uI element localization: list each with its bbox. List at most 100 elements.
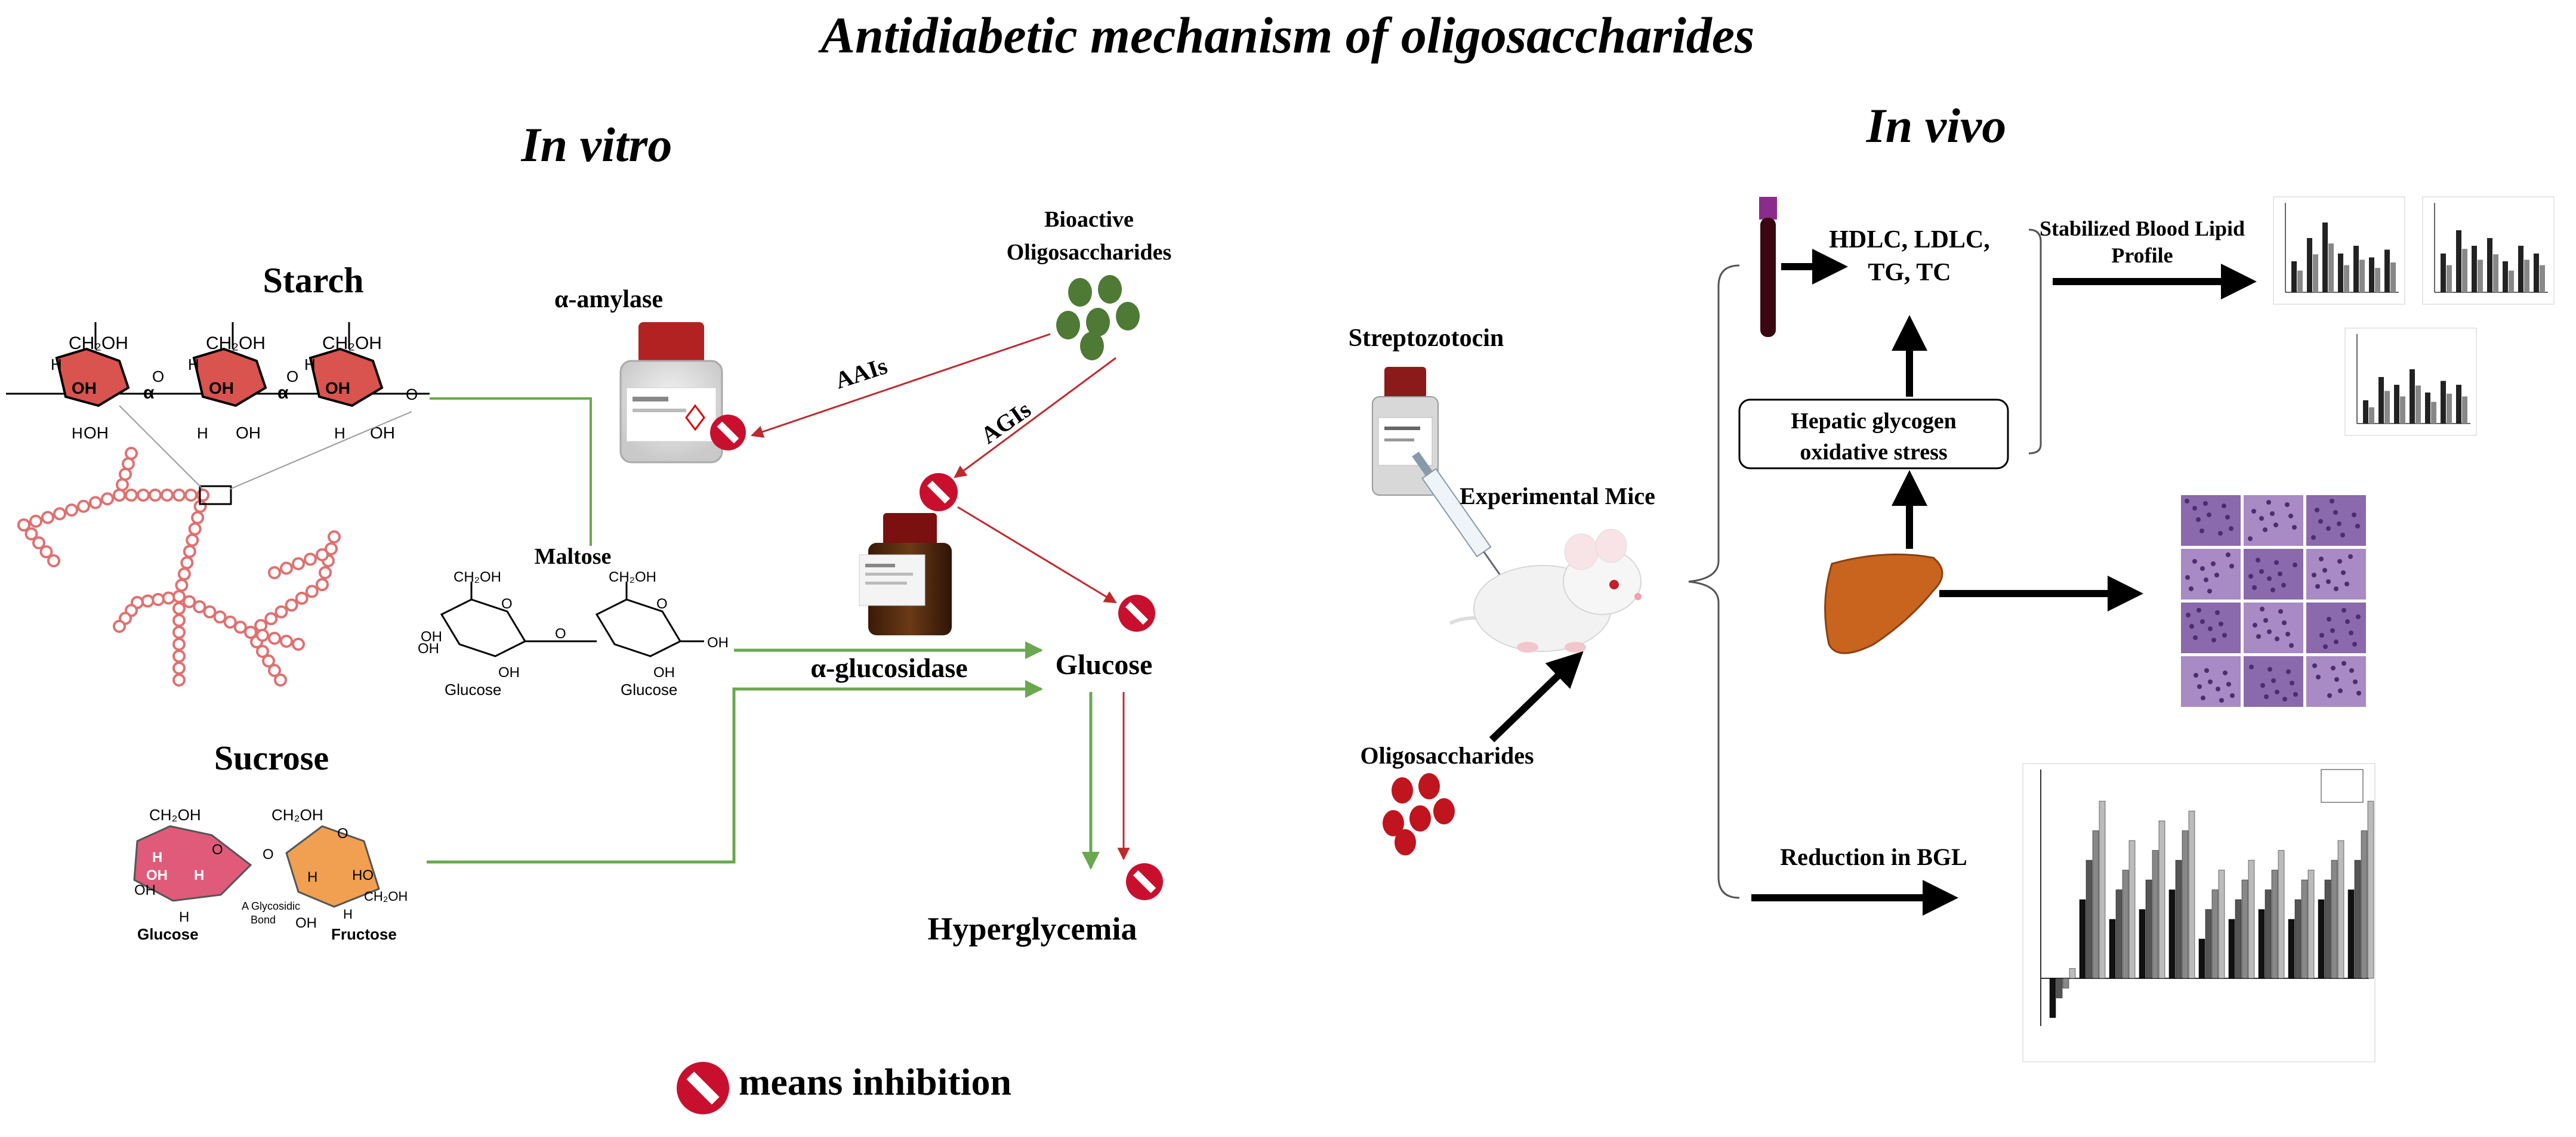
histology-nucleus bbox=[2211, 638, 2216, 642]
sucrose-bridge-o: O bbox=[263, 846, 274, 863]
starch-bead bbox=[305, 585, 319, 598]
histology-nucleus bbox=[2330, 628, 2335, 633]
bgl-bar bbox=[2271, 870, 2278, 979]
hepatic-line1: Hepatic glycogen bbox=[1791, 409, 1957, 434]
starch-bead bbox=[175, 579, 189, 592]
starch-bead bbox=[141, 594, 155, 608]
histology-tile bbox=[2306, 603, 2366, 653]
starch-oh: OH bbox=[209, 379, 234, 397]
histology-nucleus bbox=[2196, 517, 2201, 522]
lipid-bar bbox=[2425, 393, 2430, 424]
mouse-icon bbox=[1449, 529, 1642, 653]
starch-oh: OH bbox=[84, 424, 109, 442]
lipid-bar bbox=[2540, 265, 2545, 292]
starch-bead bbox=[32, 536, 45, 549]
maltose-bridge-o: O bbox=[555, 626, 566, 642]
bgl-bar bbox=[2337, 840, 2344, 979]
histology-nucleus bbox=[2312, 573, 2316, 577]
inhibition-icon bbox=[1126, 863, 1163, 900]
starch-branch-structure bbox=[17, 447, 341, 687]
bgl-bar bbox=[2049, 978, 2056, 1018]
starch-h: H bbox=[51, 356, 62, 373]
lipid-bar bbox=[2478, 259, 2483, 292]
main-title: Antidiabetic mechanism of oligosaccharid… bbox=[818, 7, 1755, 64]
inhibition-icon bbox=[920, 473, 958, 511]
bgl-bar bbox=[2354, 860, 2361, 979]
starch-bead bbox=[292, 638, 305, 651]
histology-nucleus bbox=[2293, 563, 2297, 567]
histology-nucleus bbox=[2259, 516, 2264, 521]
lipid-bar bbox=[2338, 254, 2343, 292]
bgl-bar bbox=[2205, 909, 2212, 979]
histology-nucleus bbox=[2263, 618, 2268, 623]
histology-nucleus bbox=[2334, 639, 2339, 644]
histology-grid bbox=[2181, 495, 2366, 707]
histology-nucleus bbox=[2199, 529, 2204, 533]
sucrose-ch2oh: CH₂OH bbox=[364, 889, 408, 904]
histology-nucleus bbox=[2288, 514, 2293, 518]
starch-bead bbox=[172, 638, 186, 651]
in-vitro-heading: In vitro bbox=[521, 118, 672, 172]
starch-bead bbox=[256, 645, 269, 658]
histology-nucleus bbox=[2348, 554, 2353, 559]
histology-nucleus bbox=[2292, 525, 2297, 530]
maltose-glucose-2: Glucose bbox=[621, 681, 677, 699]
starch-bead bbox=[177, 567, 191, 581]
glucose-label: Glucose bbox=[1056, 649, 1153, 681]
zoom-line bbox=[229, 411, 412, 490]
histology-nucleus bbox=[2349, 668, 2354, 673]
starch-bead bbox=[125, 447, 138, 460]
bgl-bar bbox=[2069, 968, 2076, 979]
starch-bead bbox=[24, 527, 38, 540]
starch-bead bbox=[39, 545, 53, 558]
histology-nucleus bbox=[2281, 583, 2286, 588]
starch-bead bbox=[172, 614, 186, 627]
bgl-bar bbox=[2158, 820, 2165, 979]
oligosaccharides-label: Oligosaccharides bbox=[1360, 742, 1534, 769]
lipid-bar bbox=[2493, 254, 2498, 292]
histology-nucleus bbox=[2341, 608, 2346, 613]
starch-ch2oh: CH₂OH bbox=[69, 333, 128, 353]
starch-bead bbox=[172, 626, 186, 639]
starch-oh: OH bbox=[325, 379, 350, 397]
starch-bead bbox=[193, 600, 206, 614]
zoom-line bbox=[119, 405, 203, 490]
starch-structure: O O O CH₂OH CH₂OH CH₂OH α α O O O OH OH … bbox=[6, 322, 430, 442]
reagent-bottle-icon bbox=[619, 322, 723, 464]
starch-bead bbox=[203, 605, 217, 619]
maltose-label: Maltose bbox=[535, 544, 612, 569]
histology-nucleus bbox=[2278, 609, 2283, 614]
histology-nucleus bbox=[2349, 631, 2353, 635]
stabilized-line2: Profile bbox=[2111, 243, 2173, 267]
histology-nucleus bbox=[2330, 499, 2334, 503]
histology-nucleus bbox=[2333, 510, 2338, 515]
sucrose-ring-o: O bbox=[212, 842, 223, 858]
histology-nucleus bbox=[2326, 526, 2331, 531]
histology-nucleus bbox=[2337, 559, 2342, 564]
bgl-bar bbox=[2128, 840, 2136, 979]
histology-nucleus bbox=[2356, 614, 2361, 619]
agis-arrow bbox=[954, 357, 1116, 478]
bgl-chart-thumbnail bbox=[2022, 763, 2376, 1062]
starch-bead bbox=[223, 615, 237, 629]
starch-bead bbox=[280, 635, 293, 648]
histology-nucleus bbox=[2222, 633, 2227, 638]
maltose-oh: OH bbox=[421, 629, 442, 645]
lipid-bar bbox=[2518, 246, 2523, 292]
zoom-box bbox=[199, 485, 232, 505]
lipid-bar bbox=[2524, 259, 2529, 292]
starch-bead bbox=[172, 650, 186, 663]
blood-tube-icon bbox=[1759, 197, 1777, 337]
histology-tile bbox=[2306, 495, 2366, 546]
histology-nucleus bbox=[2259, 569, 2264, 574]
starch-bead bbox=[116, 478, 129, 492]
histology-nucleus bbox=[2189, 624, 2194, 629]
histology-nucleus bbox=[2218, 531, 2223, 536]
bgl-bar bbox=[2115, 889, 2122, 979]
agis-label: AGIs bbox=[976, 396, 1035, 449]
in-vivo-heading: In vivo bbox=[1866, 98, 2007, 153]
histology-nucleus bbox=[2290, 681, 2294, 685]
starch-bead bbox=[191, 511, 205, 524]
legend-text: means inhibition bbox=[739, 1061, 1011, 1103]
histology-nucleus bbox=[2225, 515, 2230, 520]
